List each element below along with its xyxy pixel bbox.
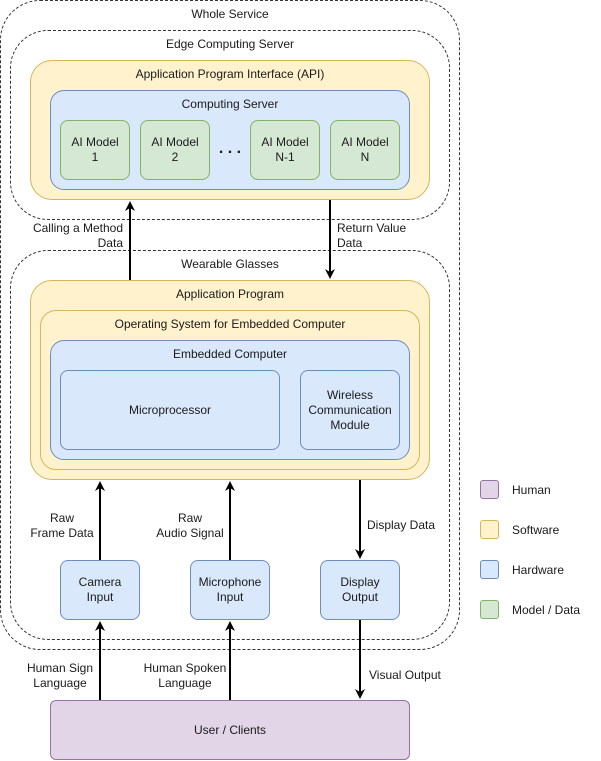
- wearable-glasses-title: Wearable Glasses: [181, 257, 279, 271]
- legend: Human Software Hardware Model / Data: [480, 480, 595, 620]
- display-output-box: Display Output: [320, 560, 400, 620]
- label-display-data: Display Data: [367, 518, 436, 532]
- ai-model-n: AI Model N: [330, 120, 400, 180]
- ai-model-n-1: AI Model N-1: [250, 120, 320, 180]
- label-spoken-language: Human Spoken Language: [143, 661, 227, 690]
- os-title: Operating System for Embedded Computer: [114, 317, 346, 331]
- legend-swatch-software: [480, 520, 499, 539]
- label-sign-language: Human Sign Language: [26, 661, 94, 690]
- microphone-input-box: Microphone Input: [190, 560, 270, 620]
- legend-label-hardware: Hardware: [512, 563, 565, 577]
- label-visual-output: Visual Output: [369, 668, 441, 682]
- label-calling-method: Calling a Method Data: [32, 221, 123, 250]
- application-program-title: Application Program: [175, 287, 285, 301]
- camera-input-box: Camera Input: [60, 560, 140, 620]
- embedded-computer-title: Embedded Computer: [172, 347, 288, 361]
- label-raw-audio: Raw Audio Signal: [156, 511, 224, 540]
- label-return-value: Return Value Data: [337, 221, 407, 250]
- label-raw-frame: Raw Frame Data: [30, 511, 94, 540]
- edge-server-title: Edge Computing Server: [165, 37, 295, 51]
- api-title: Application Program Interface (API): [135, 67, 325, 81]
- computing-server-title: Computing Server: [181, 97, 279, 111]
- ai-model-1: AI Model 1: [60, 120, 130, 180]
- model-ellipsis: . . .: [218, 140, 242, 157]
- microprocessor-box: Microprocessor: [60, 370, 280, 450]
- wireless-module-box: Wireless Communication Module: [300, 370, 400, 450]
- user-clients-box: User / Clients: [50, 700, 410, 760]
- ai-model-2: AI Model 2: [140, 120, 210, 180]
- legend-swatch-model-data: [480, 600, 499, 619]
- legend-swatch-hardware: [480, 560, 499, 579]
- legend-swatch-human: [480, 480, 499, 499]
- whole-service-title: Whole Service: [191, 7, 269, 21]
- edge-server-container: [10, 30, 450, 220]
- legend-label-software: Software: [512, 523, 560, 537]
- legend-label-human: Human: [512, 483, 551, 497]
- legend-label-model-data: Model / Data: [512, 603, 581, 617]
